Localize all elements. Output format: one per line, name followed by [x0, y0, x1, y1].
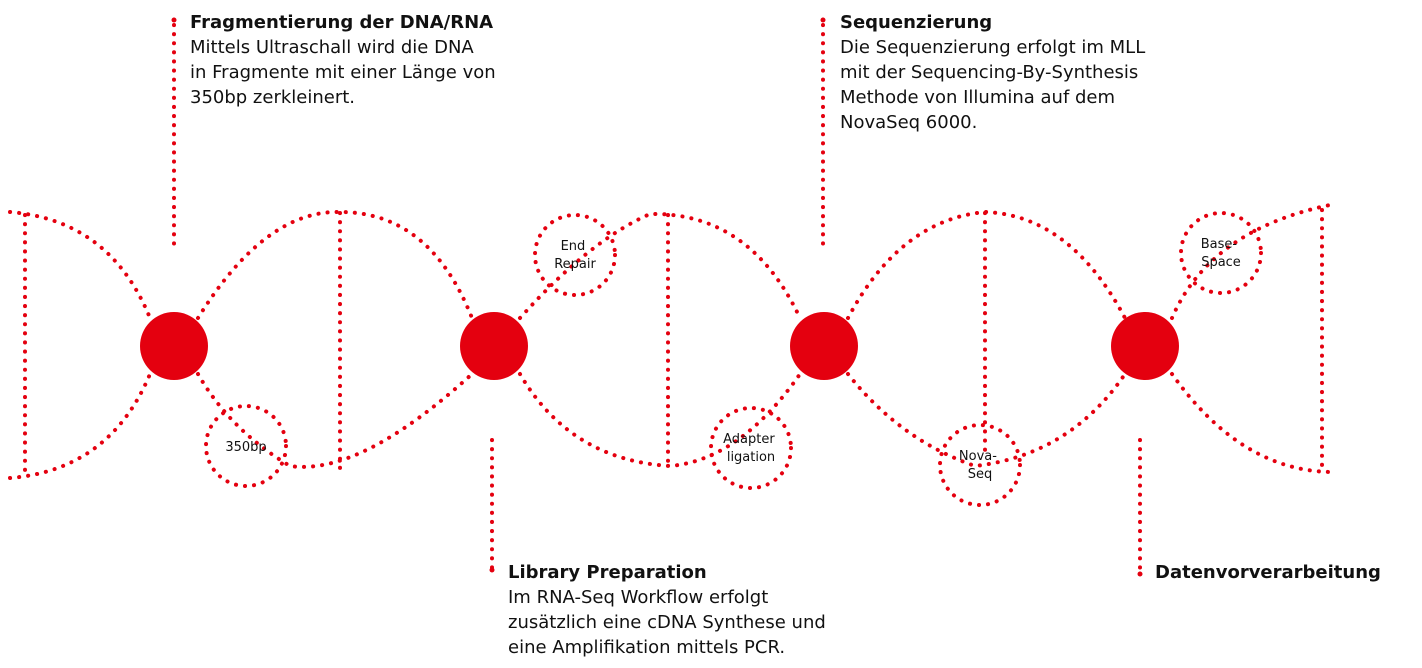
- label-adapter-line-1: Adapter: [723, 432, 775, 447]
- helix-strand-segment-5-upper: [1170, 203, 1332, 320]
- step-circle-adapter-ligation: [709, 406, 793, 490]
- helix-strand-segment-5-lower: [1170, 372, 1332, 474]
- helix-strand-segment-2-lower: [196, 372, 474, 469]
- main-node-fragmentierung: [140, 312, 208, 380]
- helix-strand-segment-4-upper: [846, 209, 1127, 320]
- callout-sequenzierung-title: Sequenzierung: [840, 12, 993, 33]
- helix-strand-segment-1-lower: [8, 372, 152, 480]
- callout-dot: [1137, 571, 1143, 577]
- step-circle-350bp: [204, 404, 288, 488]
- callout-fragmentierung-description: Mittels Ultraschall wird die DNA in Frag…: [190, 37, 496, 108]
- label-novaseq: Nova- Seq: [959, 449, 1001, 482]
- label-end-repair-line-1: End: [561, 239, 586, 254]
- callout-datenvorverarbeitung: Datenvorverarbeitung: [1155, 560, 1420, 585]
- main-node-library: [460, 312, 528, 380]
- callout-dot: [820, 17, 826, 23]
- label-end-repair-line-2: Repair: [554, 257, 596, 272]
- label-end-repair: End Repair: [554, 239, 596, 272]
- callout-dot: [489, 567, 495, 573]
- label-novaseq-line-1: Nova-: [959, 449, 997, 464]
- callout-library-preparation: Library Preparation Im RNA-Seq Workflow …: [508, 560, 908, 660]
- label-novaseq-line-2: Seq: [968, 467, 993, 482]
- label-adapter-line-2: ligation: [727, 450, 775, 465]
- label-adapter-ligation: Adapter ligation: [723, 432, 779, 465]
- step-circle-novaseq: [938, 423, 1022, 507]
- step-circle-basespace: [1179, 211, 1263, 295]
- helix-strand-segment-1-upper: [8, 210, 152, 320]
- callout-library-description: Im RNA-Seq Workflow erfolgt zusätzlich e…: [508, 587, 826, 658]
- callout-daten-title: Datenvorverarbeitung: [1155, 562, 1381, 583]
- callout-sequenzierung: Sequenzierung Die Sequenzierung erfolgt …: [840, 10, 1240, 135]
- callout-library-title: Library Preparation: [508, 562, 707, 583]
- callout-sequenzierung-description: Die Sequenzierung erfolgt im MLL mit der…: [840, 37, 1146, 133]
- step-circle-end-repair: [533, 213, 617, 297]
- label-basespace-line-2: Space: [1201, 255, 1241, 270]
- label-basespace: Base- Space: [1201, 237, 1242, 270]
- label-350bp-line-1: 350bp: [225, 440, 266, 455]
- main-node-daten: [1111, 312, 1179, 380]
- callout-fragmentierung-title: Fragmentierung der DNA/RNA: [190, 12, 494, 33]
- callout-fragmentierung: Fragmentierung der DNA/RNA Mittels Ultra…: [190, 10, 590, 110]
- callout-dot: [171, 17, 177, 23]
- helix-strand-segment-3-lower: [518, 372, 802, 469]
- helix-strand-segment-2-upper: [196, 209, 474, 320]
- main-node-sequenzierung: [790, 312, 858, 380]
- helix-strand-segment-3-upper: [518, 211, 802, 320]
- label-basespace-line-1: Base-: [1201, 237, 1238, 252]
- label-350bp: 350bp: [225, 440, 266, 455]
